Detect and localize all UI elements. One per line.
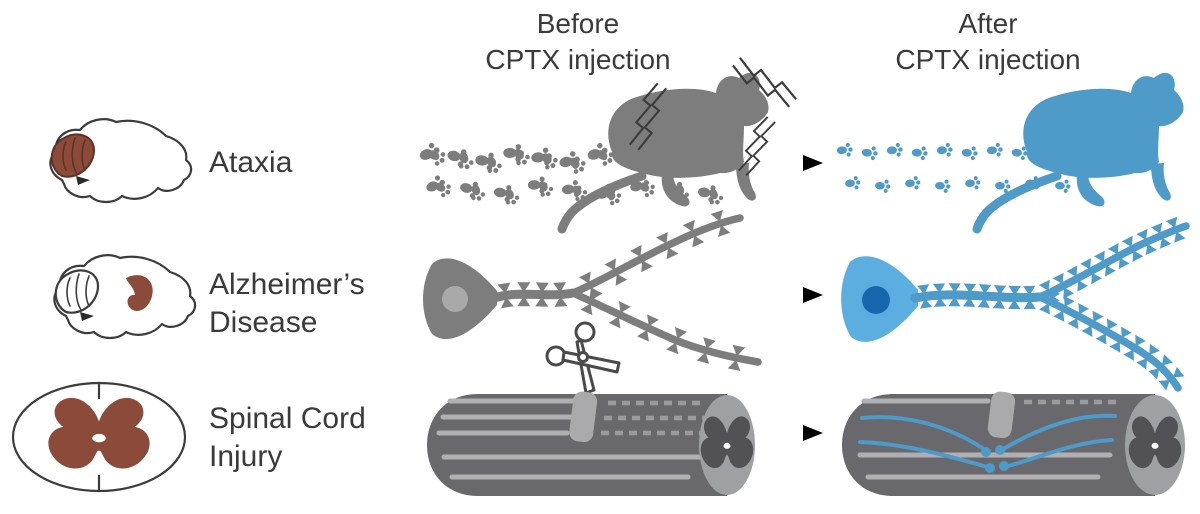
row-label-spinal-cord-injury: Spinal Cord Injury [209,402,366,473]
before-mouse-figure [416,55,805,229]
lesion-site [569,391,598,443]
cerebellum-region [50,133,96,178]
regenerating-fibers [858,413,1117,473]
row-label-alzheimers: Alzheimer’s Disease [209,268,365,339]
arrow-icon-alzheimers [757,287,823,303]
ataxia-brain-icon [49,118,193,204]
arrow-icon-ataxia [757,155,823,171]
after-spinal-cord-figure [842,391,1185,496]
scissors-icon [545,321,621,395]
before-spinal-cord-figure [427,391,755,496]
lesion-site [987,391,1016,439]
arrow-icon-spinal [757,425,823,441]
spinal-cord-cross-section-icon [11,381,187,493]
row-label-ataxia: Ataxia [209,146,293,179]
alzheimers-brain-icon [53,254,197,340]
hippocampus-region [126,275,153,311]
after-mouse-figure [836,73,1183,229]
nucleus [862,286,890,314]
after-neuron-figure [841,216,1190,392]
column-header-after: After CPTX injection [895,8,1081,75]
before-neuron-figure [423,209,762,371]
nucleus [442,286,468,312]
cerebellum-outline [54,269,100,314]
column-header-before: Before CPTX injection [485,8,671,75]
